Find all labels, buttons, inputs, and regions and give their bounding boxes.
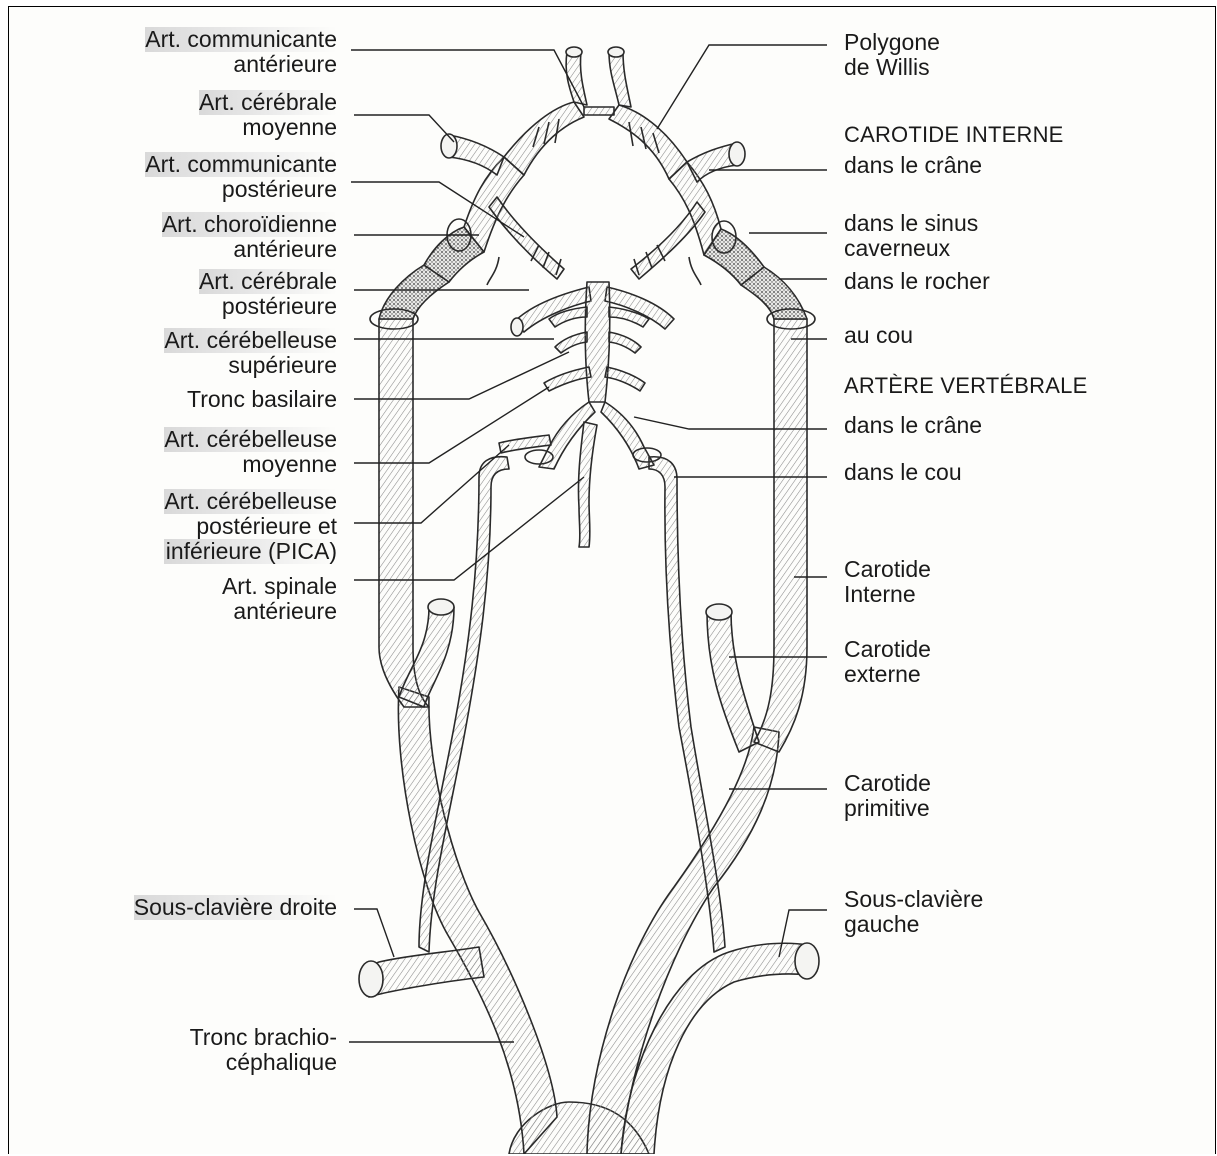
label-line: Tronc brachio- [190, 1025, 337, 1050]
label-spinale: Art. spinale antérieure [222, 574, 337, 624]
figure-frame: Art. communicante antérieure Art. cérébr… [8, 6, 1216, 1154]
label-line: Art. cérébelleuse [164, 328, 337, 353]
label-av-crane: dans le crâne [844, 413, 982, 438]
label-line: Carotide [844, 771, 931, 796]
left-external-carotid [707, 612, 759, 752]
label-comm-ant: Art. communicante antérieure [145, 27, 337, 77]
label-line: ARTÈRE VERTÉBRALE [844, 373, 1087, 398]
label-choroid: Art. choroïdienne antérieure [162, 212, 337, 262]
label-polygone: Polygone de Willis [844, 30, 940, 80]
anterior-communicating [584, 107, 614, 115]
label-line: postérieure [199, 294, 337, 319]
label-line: dans le cou [844, 460, 962, 485]
label-line: Interne [844, 582, 931, 607]
right-mca [449, 135, 504, 175]
right-aica [544, 367, 591, 391]
label-line: au cou [844, 323, 913, 348]
label-tronc-brachio: Tronc brachio- céphalique [190, 1025, 337, 1075]
art-spinale-anterieure [578, 422, 597, 547]
label-line: supérieure [164, 353, 337, 378]
heading-carotide-interne: CAROTIDE INTERNE [844, 122, 1064, 147]
label-line: Sous-clavière [844, 887, 983, 912]
label-line: moyenne [164, 452, 337, 477]
heading-artere-vertebrale: ARTÈRE VERTÉBRALE [844, 373, 1087, 398]
label-line: Art. communicante [145, 27, 337, 52]
label-line: dans le rocher [844, 269, 990, 294]
left-internal-carotid [754, 319, 807, 752]
leader-cereb-moy [354, 115, 454, 142]
label-tronc-basilaire: Tronc basilaire [187, 387, 337, 412]
label-line: Sous-clavière droite [134, 895, 337, 920]
label-comm-post: Art. communicante postérieure [145, 152, 337, 202]
label-line: Art. choroïdienne [162, 212, 337, 237]
label-line: postérieure [145, 177, 337, 202]
label-line: primitive [844, 796, 931, 821]
tronc-basilaire [585, 282, 610, 402]
label-line: Carotide [844, 637, 931, 662]
label-line: Polygone [844, 30, 940, 55]
label-cereb-moy: Art. cérébrale moyenne [199, 90, 337, 140]
label-line: gauche [844, 912, 983, 937]
label-line: antérieure [222, 599, 337, 624]
left-subclavian-end [795, 943, 819, 979]
label-line: Art. communicante [145, 152, 337, 177]
left-common-carotid [587, 727, 779, 1154]
label-line: Art. cérébelleuse [164, 427, 337, 452]
label-line: Art. cérébelleuse [164, 489, 337, 514]
label-line: Art. spinale [222, 574, 337, 599]
label-line: antérieure [162, 237, 337, 262]
label-carotide-primitive: Carotide primitive [844, 771, 931, 821]
label-line: céphalique [190, 1050, 337, 1075]
label-line: de Willis [844, 55, 940, 80]
label-ci-crane: dans le crâne [844, 153, 982, 178]
label-carotide-interne: Carotide Interne [844, 557, 931, 607]
label-line: postérieure et [164, 514, 337, 539]
right-pcomm [489, 197, 564, 279]
left-aca [609, 52, 631, 107]
label-line: dans le crâne [844, 413, 982, 438]
label-carotide-externe: Carotide externe [844, 637, 931, 687]
leader-polygone [657, 45, 827, 129]
label-line: Art. cérébrale [199, 269, 337, 294]
label-cerebel-moy: Art. cérébelleuse moyenne [164, 427, 337, 477]
label-line: externe [844, 662, 931, 687]
label-line: Carotide [844, 557, 931, 582]
label-line: dans le crâne [844, 153, 982, 178]
label-line: Art. cérébrale [199, 90, 337, 115]
label-line: caverneux [844, 236, 978, 261]
label-line: moyenne [199, 115, 337, 140]
label-line: inférieure (PICA) [164, 539, 337, 564]
label-av-cou: dans le cou [844, 460, 962, 485]
label-cereb-post: Art. cérébrale postérieure [199, 269, 337, 319]
leader-comm-ant [351, 50, 584, 107]
label-line: dans le sinus [844, 211, 978, 236]
left-pcomm [631, 202, 705, 279]
label-pica: Art. cérébelleuse postérieure et inférie… [164, 489, 337, 564]
label-line: CAROTIDE INTERNE [844, 122, 1064, 147]
label-cerebel-sup: Art. cérébelleuse supérieure [164, 328, 337, 378]
label-ci-rocher: dans le rocher [844, 269, 990, 294]
label-ci-sinus: dans le sinus caverneux [844, 211, 978, 261]
leader-sous-clav-droite [354, 909, 394, 957]
label-sous-clav-gauche: Sous-clavière gauche [844, 887, 983, 937]
label-ci-cou: au cou [844, 323, 913, 348]
label-line: antérieure [145, 52, 337, 77]
label-sous-clav-droite: Sous-clavière droite [134, 895, 337, 920]
right-subclavian-end [359, 961, 383, 997]
label-line: Tronc basilaire [187, 387, 337, 412]
